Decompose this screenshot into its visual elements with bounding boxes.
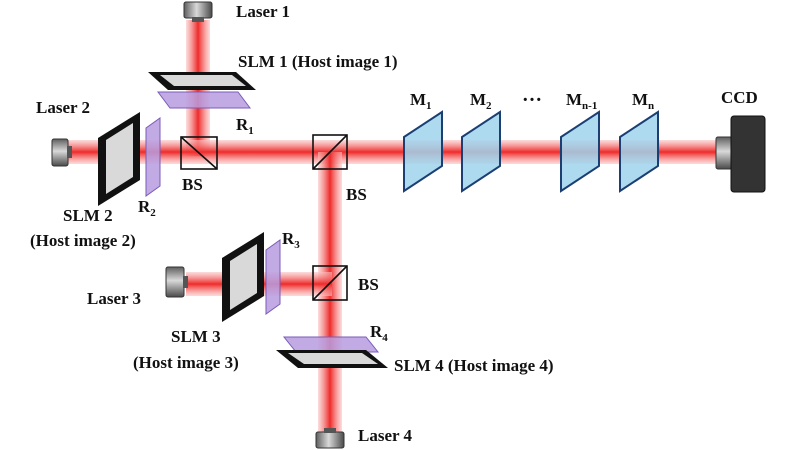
beam-splitter-1 [180,136,218,170]
slm3 [222,232,281,322]
laser4-aperture [324,428,336,433]
labels: Laser 1 SLM 1 (Host image 1) R1 Laser 2 … [30,2,758,445]
beam-laser2-horizontal [66,140,728,164]
slm1-glass [160,75,246,86]
ccd-lens [715,136,733,170]
laser2 [51,138,72,167]
laser1-aperture [192,17,204,22]
laser3-aperture [183,276,188,288]
beam-splitter-3 [312,265,348,301]
mask-m1 [403,110,443,193]
laser2-aperture [67,146,72,158]
label-bs1: BS [182,175,203,194]
label-laser4: Laser 4 [358,426,412,445]
bs2-cube [312,134,348,170]
label-r2: R2 [138,197,156,219]
label-r1: R1 [236,115,254,137]
label-laser3: Laser 3 [87,289,141,308]
bs1-diagonal [180,136,218,170]
slm2 [98,112,161,206]
slm4-glass [288,353,378,364]
ccd-camera [715,115,766,193]
label-slm4: SLM 4 (Host image 4) [394,356,554,375]
label-dots: … [522,84,542,106]
label-bs2: BS [346,185,367,204]
mask-mn [619,110,659,193]
label-bs3: BS [358,275,379,294]
bs3-cube [312,265,348,301]
r4-plate [282,336,380,353]
label-slm2-line2: (Host image 2) [30,231,136,250]
bs3-diagonal [312,265,348,301]
label-slm1: SLM 1 (Host image 1) [238,52,398,71]
masks [403,110,659,193]
label-slm2-line1: SLM 2 [63,206,113,225]
mask-mn1 [560,110,600,193]
laser4-body [315,431,345,449]
label-mn1: Mn-1 [566,90,597,112]
laser4 [315,428,345,449]
r3-plate [265,239,281,315]
label-slm3-line1: SLM 3 [171,327,221,346]
slm2-glass [106,123,133,194]
label-laser1: Laser 1 [236,2,290,21]
r2-plate [145,117,161,197]
bs1-cube [180,136,218,170]
label-r3: R3 [282,229,300,251]
label-slm3-line2: (Host image 3) [133,353,239,372]
bs2-diagonal [312,134,348,170]
laser3-body [165,266,185,298]
label-m2: M2 [470,90,492,112]
beam-splitter-2 [312,134,348,170]
laser2-body [51,138,69,167]
slm1 [148,72,256,109]
r1-plate [157,91,251,109]
label-laser2: Laser 2 [36,98,90,117]
laser1 [183,1,213,22]
laser1-body [183,1,213,19]
slm3-glass [230,244,257,310]
mask-m2 [461,110,501,193]
label-mn: Mn [632,90,654,112]
label-ccd: CCD [721,88,758,107]
laser3 [165,266,188,298]
slm4 [276,336,388,368]
label-m1: M1 [410,90,432,112]
ccd-body [730,115,766,193]
label-r4: R4 [370,322,388,344]
